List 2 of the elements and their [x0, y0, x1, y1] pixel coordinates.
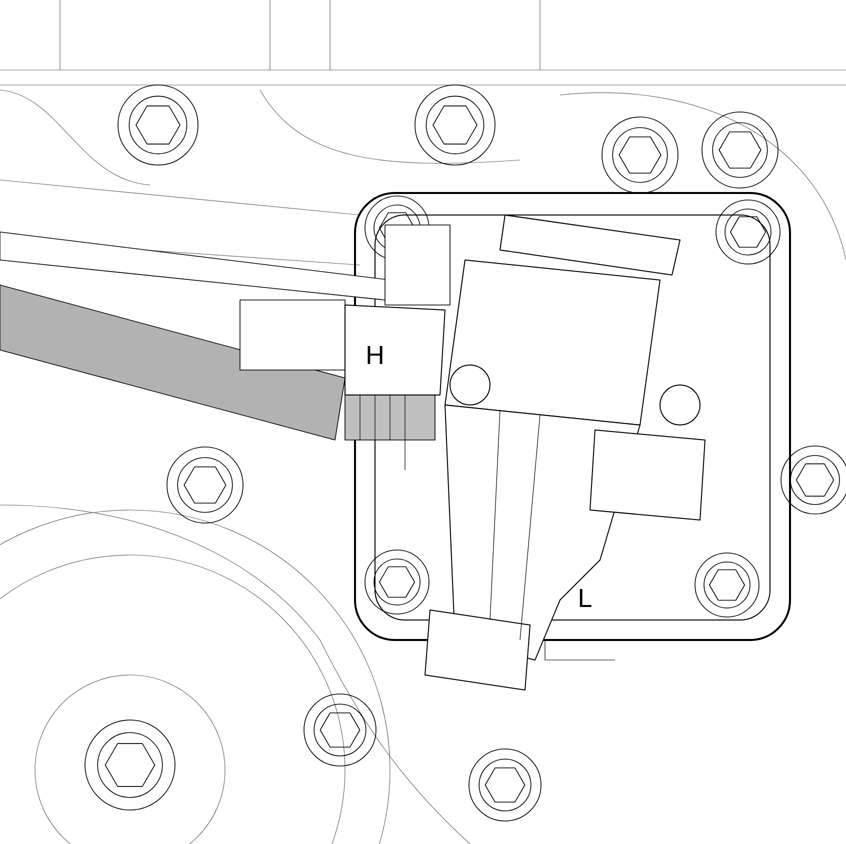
- marking-letter: H: [364, 345, 386, 365]
- marking-letter: L: [576, 588, 594, 608]
